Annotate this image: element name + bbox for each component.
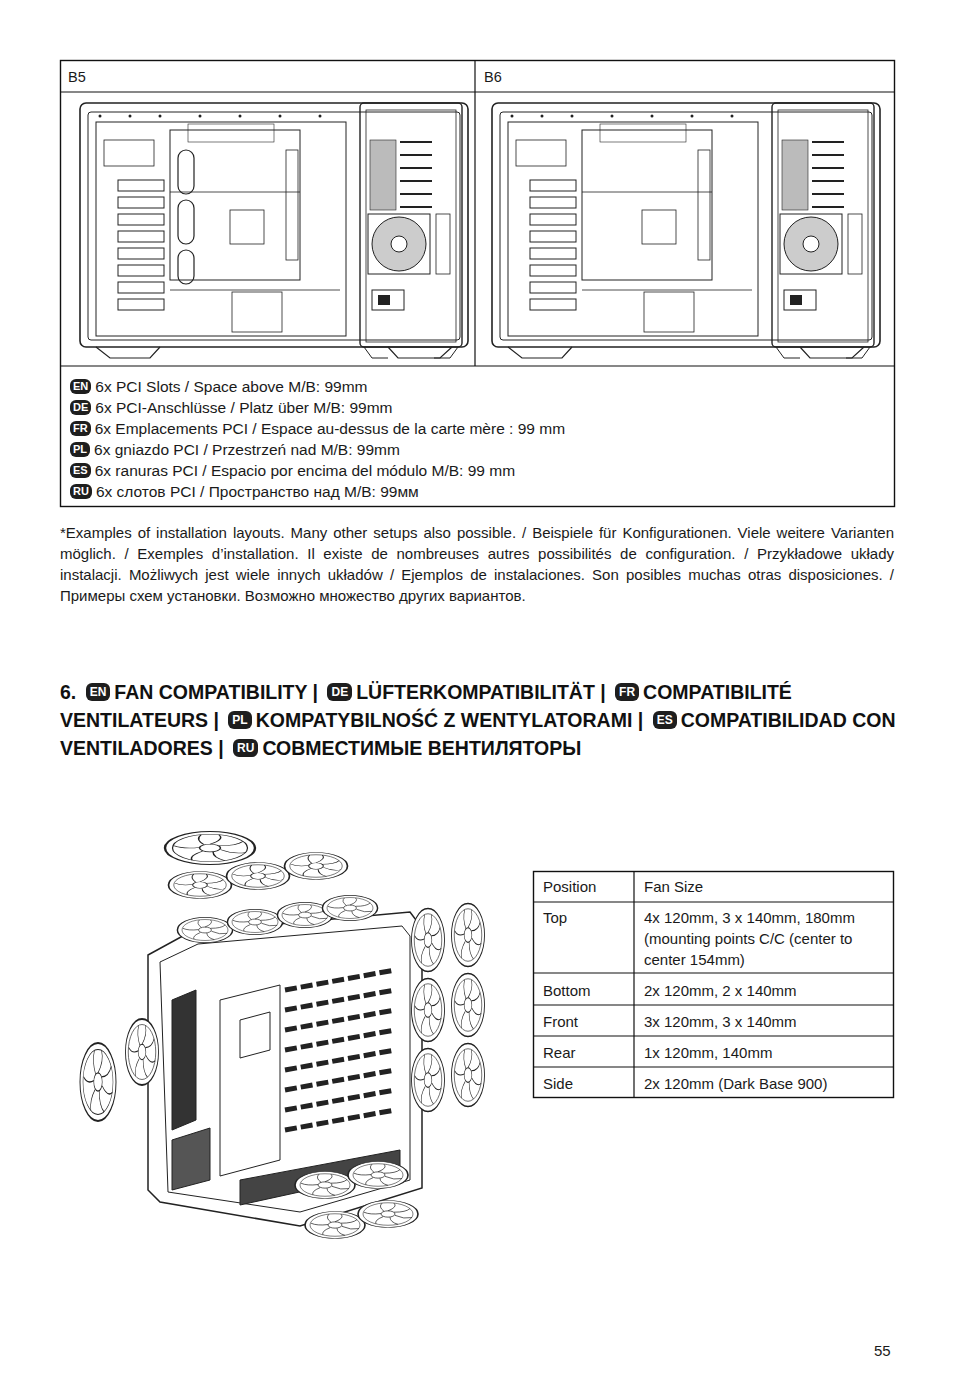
- language-badge: PL: [70, 442, 90, 457]
- badge-text: FR: [73, 422, 88, 434]
- spec-line: DE 6x PCI-Anschlüsse / Platz über M/B: 99…: [70, 397, 392, 418]
- table-cell: Bottom: [543, 980, 628, 1001]
- language-badge: DE: [327, 683, 352, 701]
- table-cell: 2x 120mm, 2 x 140mm: [644, 980, 886, 1001]
- spec-text: 6x gniazdo PCI / Przestrzeń nad M/B: 99m…: [94, 441, 400, 458]
- badge-text: ES: [657, 713, 673, 727]
- spec-text: 6x Emplacements PCI / Espace au-dessus d…: [95, 420, 565, 437]
- spec-text: 6х слотов PCI / Пространство над M/B: 99…: [96, 483, 419, 500]
- language-badge: EN: [86, 683, 111, 701]
- table-cell: Front: [543, 1011, 628, 1032]
- section-heading: 6. EN FAN COMPATIBILITY | DE LÜFTERKOMPATI…: [60, 678, 896, 762]
- spec-line: PL 6x gniazdo PCI / Przestrzeń nad M/B: 9…: [70, 439, 400, 460]
- language-badge: RU: [70, 484, 92, 499]
- language-badge: RU: [233, 739, 258, 757]
- table-cell: 3x 120mm, 3 x 140mm: [644, 1011, 886, 1032]
- page-number: 55: [874, 1340, 891, 1361]
- badge-text: ES: [73, 464, 88, 476]
- heading-text: СОВМЕСТИМЫЕ ВЕНТИЛЯТОРЫ: [262, 737, 581, 759]
- badge-text: EN: [73, 380, 88, 392]
- table-cell: Top: [543, 907, 628, 928]
- language-badge: DE: [70, 400, 91, 415]
- table-cell: Rear: [543, 1042, 628, 1063]
- spec-text: 6x PCI-Anschlüsse / Platz über M/B: 99mm: [95, 399, 392, 416]
- panel-label: B5: [68, 67, 86, 88]
- spec-text: 6x ranuras PCI / Espacio por encima del …: [95, 462, 515, 479]
- table-header: Position: [543, 876, 628, 897]
- badge-text: FR: [619, 685, 635, 699]
- badge-text: PL: [73, 443, 87, 455]
- spec-text: 6x PCI Slots / Space above M/B: 99mm: [95, 378, 367, 395]
- spec-line: FR 6x Emplacements PCI / Espace au-dessus…: [70, 418, 565, 439]
- heading-text: FAN COMPATIBILITY |: [114, 681, 318, 703]
- heading-text: LÜFTERKOMPATIBILITÄT |: [356, 681, 606, 703]
- heading-text: KOMPATYBILNOŚĆ Z WENTYLATORAMI |: [256, 709, 644, 731]
- language-badge: PL: [228, 711, 251, 729]
- table-cell: 1x 120mm, 140mm: [644, 1042, 886, 1063]
- language-badge: ES: [653, 711, 677, 729]
- badge-text: DE: [73, 401, 88, 413]
- badge-text: EN: [90, 685, 107, 699]
- table-cell: 4x 120mm, 3 x 140mm, 180mm (mounting poi…: [644, 907, 886, 970]
- table-header: Fan Size: [644, 876, 886, 897]
- language-badge: FR: [70, 421, 91, 436]
- badge-text: RU: [73, 485, 89, 497]
- table-cell: 2x 120mm (Dark Base 900): [644, 1073, 886, 1094]
- case-illustration: [80, 832, 485, 1239]
- spec-line: ES 6x ranuras PCI / Espacio por encima de…: [70, 460, 515, 481]
- badge-text: DE: [331, 685, 348, 699]
- footnote: *Examples of installation layouts. Many …: [60, 522, 894, 606]
- language-badge: FR: [615, 683, 639, 701]
- table-cell: Side: [543, 1073, 628, 1094]
- badge-text: RU: [237, 741, 254, 755]
- badge-text: PL: [232, 713, 247, 727]
- language-badge: ES: [70, 463, 91, 478]
- spec-line: EN 6x PCI Slots / Space above M/B: 99mm: [70, 376, 368, 397]
- heading-number: 6.: [60, 681, 76, 703]
- panel-label: B6: [484, 67, 502, 88]
- spec-line: RU 6х слотов PCI / Пространство над M/B: …: [70, 481, 419, 502]
- language-badge: EN: [70, 379, 91, 394]
